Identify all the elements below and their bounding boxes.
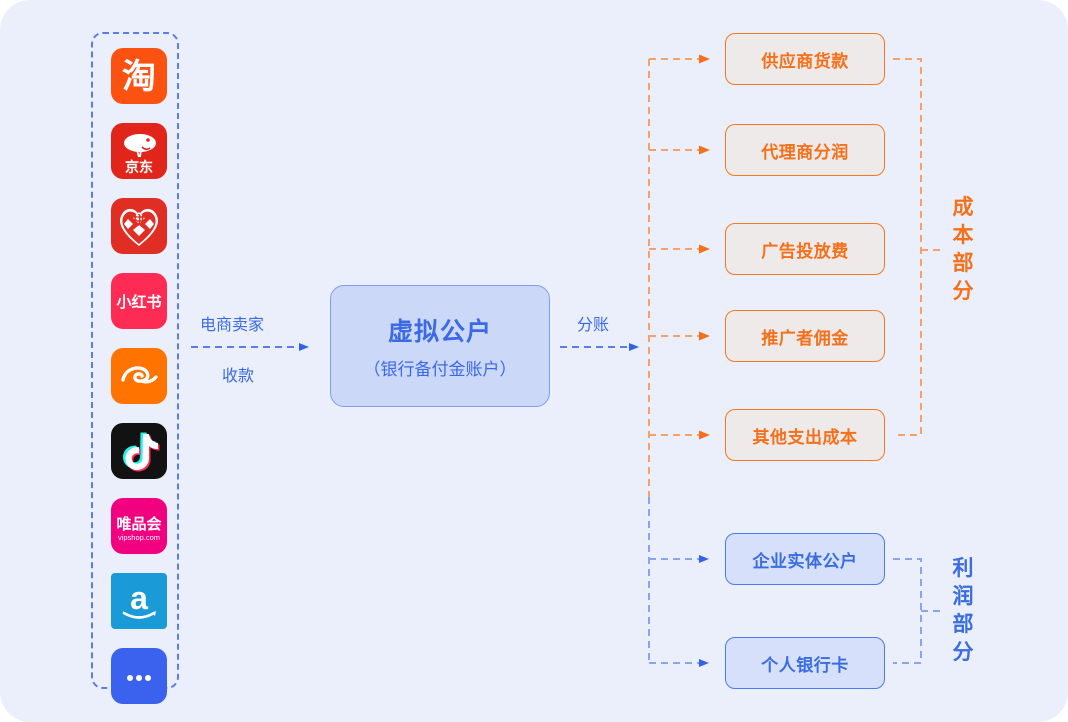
group-label-profit: 利 润 部 分 — [950, 555, 976, 667]
edge-label-outbound: 分账 — [577, 317, 610, 334]
group-label-cost-char-3: 部 — [952, 252, 974, 275]
group-label-profit-char-3: 部 — [952, 613, 974, 636]
group-label-cost-char-2: 本 — [952, 224, 974, 247]
cost-box-agent-profit-share[interactable]: 代理商分润 — [725, 124, 885, 176]
center-node-title: 虚拟公户 — [387, 318, 492, 346]
profit-box-personal-bank-card[interactable]: 个人银行卡 — [725, 637, 885, 689]
svg-text:小红书: 小红书 — [116, 293, 161, 311]
douyin-logo-icon[interactable] — [111, 423, 167, 479]
taobao-logo-icon[interactable]: 淘 — [111, 48, 167, 104]
group-label-cost-char-1: 成 — [952, 196, 974, 219]
cost-box-other-expense[interactable]: 其他支出成本 — [725, 409, 885, 461]
xiaohongshu-logo-icon[interactable]: 小红书 — [111, 273, 167, 329]
group-label-profit-char-2: 润 — [952, 585, 974, 608]
center-node-subtitle: （银行备付金账户） — [363, 360, 517, 379]
group-label-cost-char-4: 分 — [952, 280, 974, 303]
virtual-corporate-account-node[interactable]: 虚拟公户 （银行备付金账户） — [330, 285, 550, 407]
cost-box-promoter-commission[interactable]: 推广者佣金 — [725, 310, 885, 362]
svg-text:a: a — [130, 580, 148, 616]
group-label-profit-char-4: 分 — [952, 641, 974, 664]
pinduoduo-logo-icon[interactable]: 拼 — [111, 198, 167, 254]
vipshop-logo-icon[interactable]: 唯品会 vipshop.com — [111, 498, 167, 554]
svg-text:淘: 淘 — [122, 57, 156, 97]
svg-text:京东: 京东 — [125, 159, 153, 176]
svg-text:vipshop.com: vipshop.com — [118, 533, 160, 542]
ecommerce-platform-list: 淘 京东 拼 — [91, 32, 179, 704]
cost-box-ad-spend[interactable]: 广告投放费 — [725, 223, 885, 275]
more-logo-icon[interactable] — [111, 648, 167, 704]
svg-text:拼: 拼 — [132, 213, 145, 229]
alibaba-logo-icon[interactable] — [111, 348, 167, 404]
group-label-profit-char-1: 利 — [952, 557, 974, 580]
profit-box-enterprise-account[interactable]: 企业实体公户 — [725, 533, 885, 585]
jd-logo-icon[interactable]: 京东 — [111, 123, 167, 179]
cost-box-supplier-payment[interactable]: 供应商货款 — [725, 33, 885, 85]
amazon-logo-icon[interactable]: a — [111, 573, 167, 629]
svg-text:唯品会: 唯品会 — [116, 515, 161, 533]
edge-label-inbound-top: 电商卖家 — [200, 317, 265, 334]
group-label-cost: 成 本 部 分 — [950, 194, 976, 306]
edge-label-inbound-bottom: 收款 — [222, 368, 255, 385]
